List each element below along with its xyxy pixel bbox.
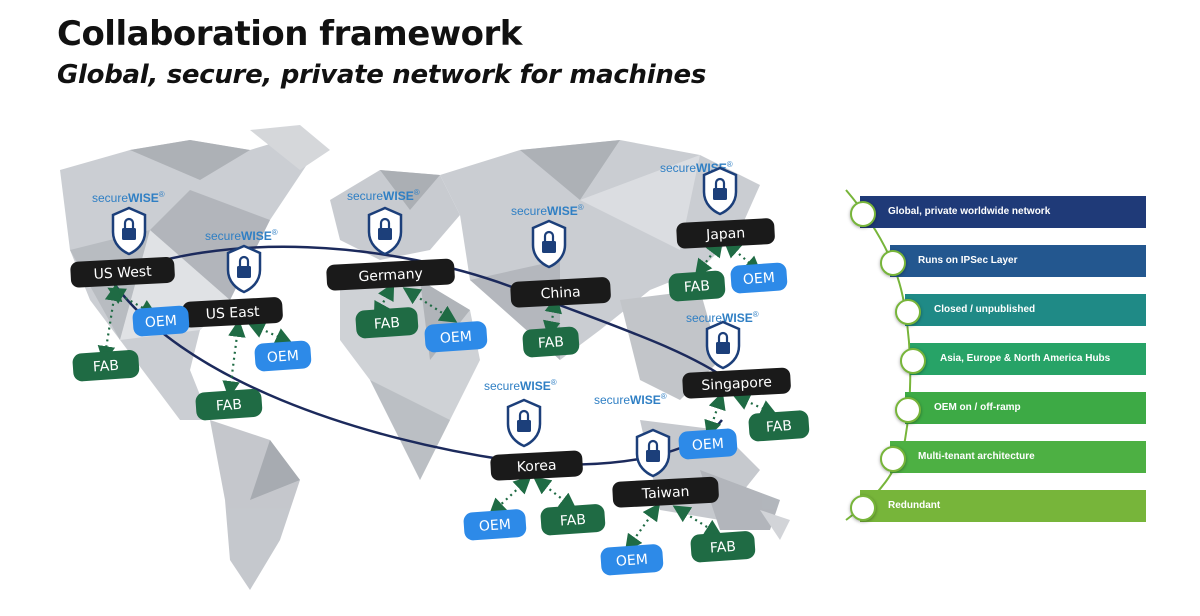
svg-text:Taiwan: Taiwan <box>640 484 689 503</box>
feature-bullet <box>900 348 926 374</box>
fab-endpoint-singapore: FAB <box>748 410 810 442</box>
securewise-brand-singapore: secureWISE® <box>686 310 759 370</box>
feature-bullet <box>895 397 921 423</box>
svg-text:secureWISE®: secureWISE® <box>686 310 759 325</box>
hub-korea: Korea <box>490 450 583 481</box>
shield-lock-icon <box>506 398 542 448</box>
svg-text:US West: US West <box>93 264 152 283</box>
shield-lock-icon <box>367 206 403 256</box>
feature-label: Asia, Europe & North America Hubs <box>940 353 1111 364</box>
shield-lock-icon <box>705 320 741 370</box>
feature-bar-redundant <box>860 490 1146 522</box>
securewise-brand-korea: secureWISE® <box>484 378 557 448</box>
fab-endpoint-taiwan: FAB <box>690 531 756 563</box>
svg-text:FAB: FAB <box>765 418 792 436</box>
shield-lock-icon <box>702 166 738 216</box>
securewise-brand-useast: secureWISE® <box>205 228 278 294</box>
svg-text:secureWISE®: secureWISE® <box>511 203 584 218</box>
fab-endpoint-china: FAB <box>522 326 580 358</box>
feature-bullet <box>880 446 906 472</box>
svg-text:Singapore: Singapore <box>701 374 772 394</box>
endpoint-links <box>97 238 778 553</box>
hub-germany: Germany <box>326 258 455 291</box>
svg-text:US East: US East <box>205 304 260 323</box>
feature-label: Runs on IPSec Layer <box>918 255 1018 266</box>
securewise-brand-taiwan: secureWISE® <box>594 392 671 478</box>
feature-label: Redundant <box>888 500 941 511</box>
shield-lock-icon <box>531 219 567 269</box>
securewise-brand-japan: secureWISE® <box>660 160 738 216</box>
oem-endpoint-taiwan: OEM <box>600 544 664 576</box>
fab-endpoint-korea: FAB <box>540 504 606 536</box>
svg-text:Germany: Germany <box>358 266 423 285</box>
svg-text:secureWISE®: secureWISE® <box>92 190 165 205</box>
feature-bar-hubs <box>910 343 1146 375</box>
svg-text:OEM: OEM <box>266 348 299 366</box>
fab-endpoint-japan: FAB <box>668 270 726 302</box>
svg-text:Japan: Japan <box>705 225 746 243</box>
feature-bullet <box>880 250 906 276</box>
feature-bullet <box>895 299 921 325</box>
shield-lock-icon <box>226 244 262 294</box>
feature-bar-closed <box>905 294 1146 326</box>
fab-endpoint-germany: FAB <box>355 307 419 339</box>
svg-text:secureWISE®: secureWISE® <box>347 188 420 203</box>
svg-text:OEM: OEM <box>691 436 724 454</box>
svg-text:OEM: OEM <box>742 270 775 288</box>
hub-japan: Japan <box>676 218 775 249</box>
svg-text:China: China <box>540 284 581 302</box>
feature-bullet <box>850 201 876 227</box>
svg-text:secureWISE®: secureWISE® <box>484 378 557 393</box>
oem-endpoint-korea: OEM <box>463 509 527 541</box>
feature-label: Closed / unpublished <box>934 304 1036 315</box>
svg-text:FAB: FAB <box>537 334 564 352</box>
feature-bullet <box>850 495 876 521</box>
page-title: Collaboration framework <box>57 14 522 54</box>
securewise-brand-uswest: secureWISE® <box>92 190 165 256</box>
shield-lock-icon <box>111 206 147 256</box>
feature-bar-worldwide <box>860 196 1146 228</box>
svg-text:secureWISE®: secureWISE® <box>594 392 667 407</box>
oem-endpoint-useast: OEM <box>254 340 312 372</box>
svg-text:OEM: OEM <box>615 552 648 570</box>
fab-endpoint-useast: FAB <box>195 389 263 421</box>
oem-endpoint-japan: OEM <box>730 262 788 294</box>
oem-endpoint-singapore: OEM <box>678 428 738 460</box>
hub-us-east: US East <box>182 297 283 328</box>
hub-taiwan: Taiwan <box>612 476 719 508</box>
svg-text:FAB: FAB <box>683 278 710 296</box>
feature-label: OEM on / off-ramp <box>934 402 1021 413</box>
feature-bar-oem-ramp <box>905 392 1146 424</box>
svg-text:OEM: OEM <box>478 517 511 535</box>
feature-label: Multi-tenant architecture <box>918 451 1035 462</box>
oem-endpoint-uswest: OEM <box>132 305 190 337</box>
fab-endpoint-uswest: FAB <box>72 350 140 382</box>
shield-lock-icon <box>635 428 671 478</box>
svg-text:FAB: FAB <box>215 397 242 415</box>
svg-text:FAB: FAB <box>92 358 119 376</box>
oem-endpoint-germany: OEM <box>424 321 488 353</box>
hub-china: China <box>510 277 611 308</box>
svg-text:FAB: FAB <box>709 539 736 557</box>
securewise-brand-germany: secureWISE® <box>347 188 420 256</box>
feature-bar-multitenant <box>890 441 1146 473</box>
feature-label: Global, private worldwide network <box>888 206 1051 217</box>
svg-text:OEM: OEM <box>439 329 472 347</box>
hub-singapore: Singapore <box>682 367 791 399</box>
svg-text:secureWISE®: secureWISE® <box>205 228 278 243</box>
svg-text:FAB: FAB <box>559 512 586 530</box>
feature-bar-ipsec <box>890 245 1146 277</box>
page-subtitle: Global, secure, private network for mach… <box>57 60 707 90</box>
hub-us-west: US West <box>70 256 175 288</box>
svg-text:FAB: FAB <box>373 315 400 333</box>
securewise-brand-china: secureWISE® <box>511 203 584 269</box>
svg-text:Korea: Korea <box>516 458 556 476</box>
svg-text:OEM: OEM <box>144 313 177 331</box>
world-map-background <box>60 125 790 590</box>
